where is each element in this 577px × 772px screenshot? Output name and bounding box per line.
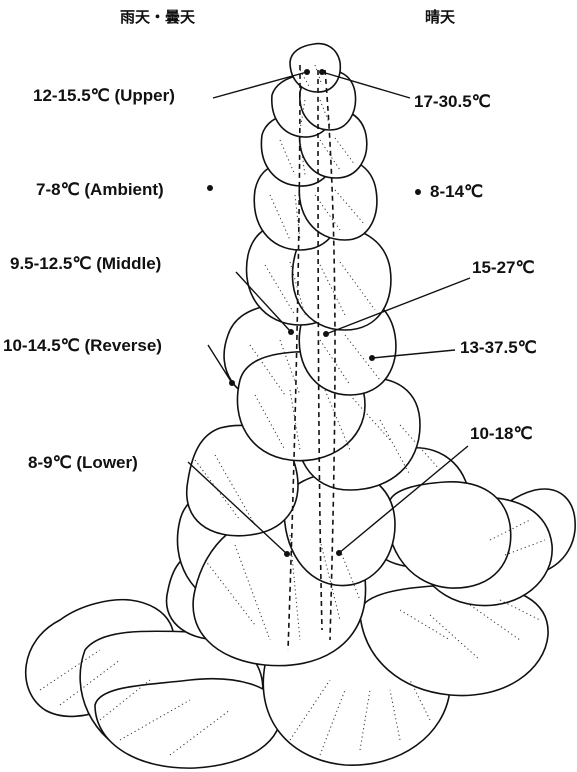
upper-canopy bbox=[254, 44, 377, 250]
label-reverse-right: 13-37.5℃ bbox=[460, 338, 537, 358]
leaf-bottom-center-left bbox=[95, 679, 280, 768]
point-middle-left bbox=[288, 329, 294, 335]
label-upper-right: 17-30.5℃ bbox=[414, 92, 491, 112]
point-ambient-left bbox=[207, 185, 213, 191]
point-ambient-right bbox=[415, 189, 421, 195]
label-middle-right: 15-27℃ bbox=[472, 258, 535, 278]
label-upper-left: 12-15.5℃ (Upper) bbox=[33, 86, 175, 106]
label-middle-left: 9.5-12.5℃ (Middle) bbox=[10, 254, 161, 274]
point-lower-right bbox=[336, 550, 342, 556]
label-ambient-left: 7-8℃ (Ambient) bbox=[36, 180, 164, 200]
point-middle-right bbox=[323, 331, 329, 337]
point-reverse-left bbox=[229, 380, 235, 386]
label-lower-left: 8-9℃ (Lower) bbox=[28, 453, 138, 473]
label-ambient-right: 8-14℃ bbox=[430, 182, 483, 202]
point-upper-left bbox=[304, 69, 310, 75]
point-reverse-right bbox=[369, 355, 375, 361]
label-lower-right: 10-18℃ bbox=[470, 424, 533, 444]
label-reverse-left: 10-14.5℃ (Reverse) bbox=[3, 336, 162, 356]
point-upper-right bbox=[319, 69, 325, 75]
point-lower-left bbox=[284, 551, 290, 557]
